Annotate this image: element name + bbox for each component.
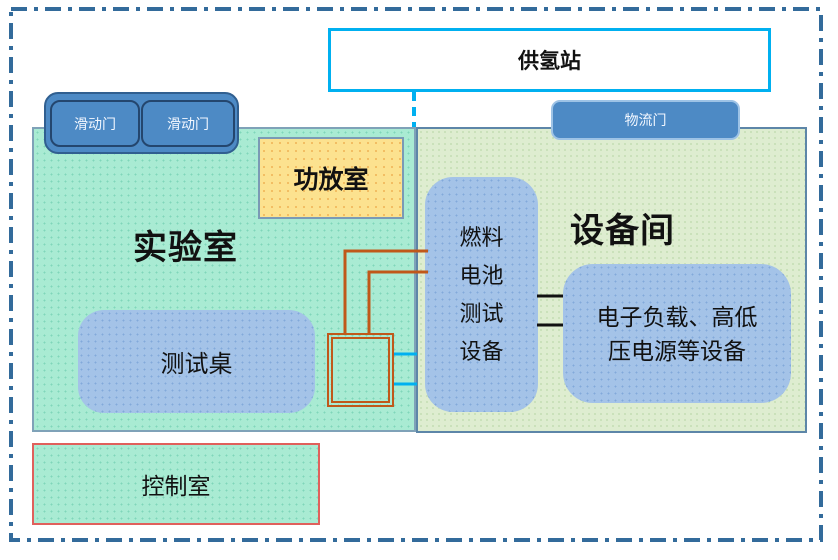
electronic-load-box: 电子负载、高低压电源等设备 [563, 264, 791, 403]
fuel-cell-equipment-box: 燃料电池测试设备 [425, 177, 538, 412]
control-room-label: 控制室 [141, 473, 211, 499]
sliding-door-right: 滑动门 [141, 100, 235, 147]
hydrogen-station-label: 供氢站 [518, 50, 581, 73]
logistics-door: 物流门 [551, 100, 740, 140]
interface-square [327, 333, 394, 407]
hydrogen-station-box: 供氢站 [328, 28, 771, 92]
test-desk-box: 测试桌 [78, 310, 315, 413]
amplifier-room-label: 功放室 [293, 166, 369, 194]
equipment-room-title: 设备间 [570, 212, 675, 250]
sliding-door-left: 滑动门 [50, 100, 140, 147]
lab-room-title: 实验室 [133, 229, 238, 267]
control-room-box: 控制室 [32, 443, 320, 525]
electronic-load-label: 电子负载、高低压电源等设备 [596, 303, 758, 364]
fuel-cell-equipment-label: 燃料电池测试设备 [459, 224, 504, 364]
amplifier-room-box: 功放室 [258, 137, 404, 219]
sliding-door-left-label: 滑动门 [74, 115, 116, 132]
logistics-door-label: 物流门 [624, 112, 667, 128]
sliding-door-right-label: 滑动门 [167, 115, 209, 132]
test-desk-label: 测试桌 [160, 351, 233, 378]
interface-square-inner-border [331, 337, 390, 403]
